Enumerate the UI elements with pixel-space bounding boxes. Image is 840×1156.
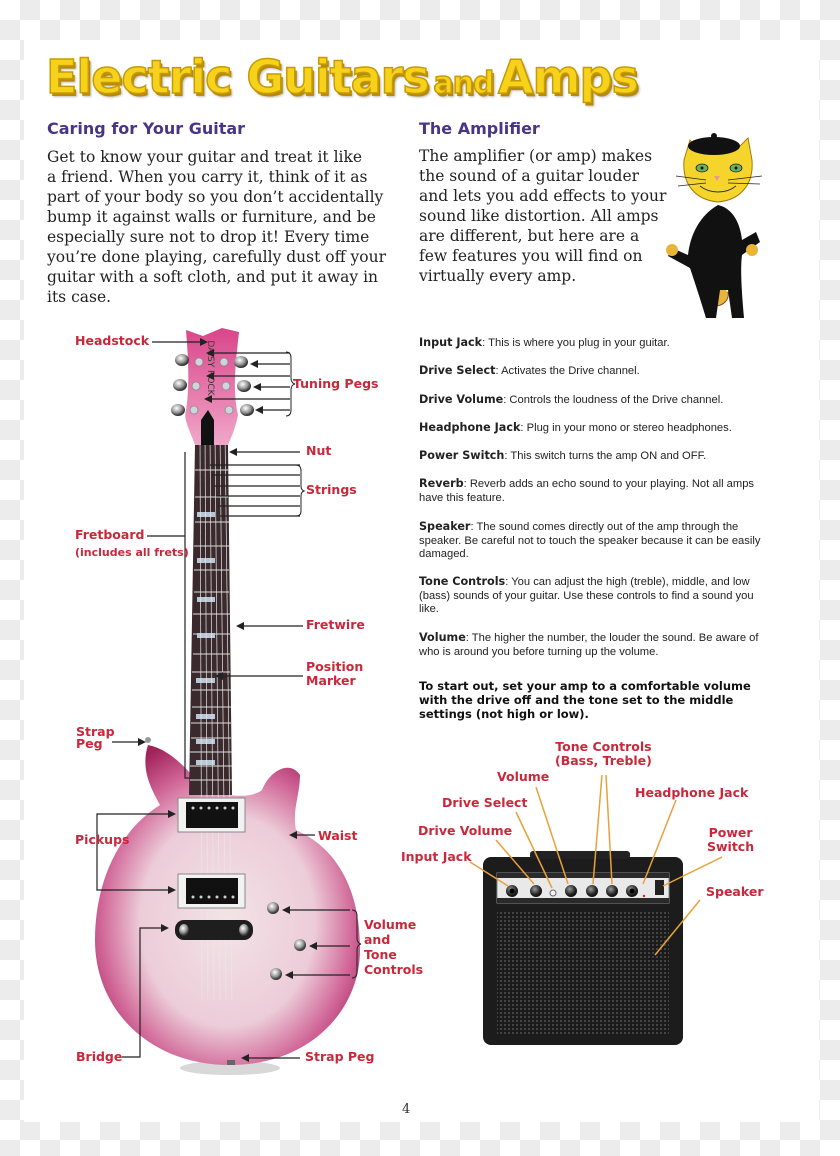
label-line: Power: [708, 825, 753, 840]
text-line: virtually every amp.: [419, 267, 577, 285]
feature-term: Tone Controls: [419, 575, 506, 588]
feature-item-volume: Volume: The higher the number, the loude…: [419, 631, 769, 659]
label-strap-peg-top: Strap Peg: [76, 724, 115, 751]
text-line: a friend. When you carry it, think of it…: [47, 168, 368, 186]
label-line: Tone Controls: [555, 739, 652, 754]
feature-term: Reverb: [419, 477, 464, 490]
text-line: the sound of a guitar louder: [419, 167, 640, 185]
label-line: (Bass, Treble): [555, 753, 652, 768]
amp-label-drive-select: Drive Select: [442, 795, 528, 810]
feature-desc: : This switch turns the amp ON and OFF.: [504, 450, 707, 462]
label-line: Volume: [364, 917, 417, 932]
label-pickups: Pickups: [75, 832, 130, 847]
text-line: sound like distortion. All amps: [419, 207, 659, 225]
feature-desc: : This is where you plug in your guitar.: [482, 337, 670, 349]
label-line: Controls: [364, 962, 424, 977]
text-line: guitar with a soft cloth, and put it awa…: [47, 268, 379, 286]
text-line: especially sure not to drop it! Every ti…: [47, 228, 370, 246]
amplifier-paragraph: The amplifier (or amp) makes the sound o…: [419, 146, 689, 286]
feature-item-tone-controls: Tone Controls: You can adjust the high (…: [419, 575, 769, 617]
label-line: Switch: [707, 839, 755, 854]
amplifier-heading: The Amplifier: [419, 119, 540, 138]
label-strings: Strings: [306, 482, 357, 497]
label-line: Peg: [76, 736, 103, 751]
feature-desc: : The sound comes directly out of the am…: [419, 521, 761, 560]
feature-term: Volume: [419, 631, 466, 644]
feature-term: Drive Volume: [419, 393, 504, 406]
label-line: Tone: [364, 947, 397, 962]
text-line: you’re done playing, carefully dust off …: [47, 248, 387, 266]
title-text-main: Electric Guitars: [45, 49, 430, 105]
label-waist: Waist: [318, 828, 358, 843]
amp-label-volume: Volume: [497, 769, 550, 784]
caring-heading: Caring for Your Guitar: [47, 119, 246, 138]
text-line: few features you will find on: [419, 247, 643, 265]
feature-term: Power Switch: [419, 449, 505, 462]
text-line: its case.: [47, 288, 112, 306]
feature-desc: : Reverb adds an echo sound to your play…: [419, 478, 755, 504]
text-line: part of your body so you don’t accidenta…: [47, 188, 384, 206]
amp-label-headphone-jack: Headphone Jack: [635, 785, 749, 800]
feature-desc: : You can adjust the high (treble), midd…: [419, 576, 754, 615]
label-headstock: Headstock: [75, 333, 150, 348]
feature-term: Headphone Jack: [419, 421, 521, 434]
feature-item-drive-volume: Drive Volume: Controls the loudness of t…: [419, 393, 769, 408]
amp-label-tone-controls: Tone Controls (Bass, Treble): [555, 740, 652, 768]
label-line: and: [364, 932, 391, 947]
page-number: 4: [402, 1102, 411, 1117]
text-line: and lets you add effects to your: [419, 187, 667, 205]
feature-desc: : The higher the number, the louder the …: [419, 632, 759, 658]
feature-item-speaker: Speaker: The sound comes directly out of…: [419, 520, 769, 562]
fretboard-note-text: (includes all frets): [75, 546, 189, 559]
label-line: Strap: [76, 724, 115, 739]
amp-label-drive-volume: Drive Volume: [418, 823, 513, 838]
label-fretwire: Fretwire: [306, 617, 365, 632]
label-position-marker: Position Marker: [306, 660, 363, 688]
label-line: Marker: [306, 673, 356, 688]
caring-paragraph: Get to know your guitar and treat it lik…: [47, 147, 407, 307]
feature-desc: : Controls the loudness of the Drive cha…: [503, 394, 724, 406]
feature-term: Input Jack: [419, 336, 483, 349]
label-bridge: Bridge: [76, 1049, 123, 1064]
feature-term: Drive Select: [419, 364, 496, 377]
amp-label-speaker: Speaker: [706, 884, 764, 899]
label-fretboard-note: (includes all frets): [75, 545, 189, 560]
text-line: are different, but here are a: [419, 227, 640, 245]
text-line: bump it against walls or furniture, and …: [47, 208, 376, 226]
feature-desc: : Plug in your mono or stereo headphones…: [520, 422, 732, 434]
title-text-and: and: [433, 65, 496, 102]
feature-term: Speaker: [419, 520, 471, 533]
feature-desc: : Activates the Drive channel.: [495, 365, 640, 377]
text-line: Get to know your guitar and treat it lik…: [47, 148, 363, 166]
label-tuning-pegs: Tuning Pegs: [293, 376, 379, 391]
amp-label-input-jack: Input Jack: [401, 849, 472, 864]
amp-label-power-switch: Power Switch: [707, 826, 754, 854]
amp-setup-tip: To start out, set your amp to a comforta…: [419, 679, 751, 721]
label-line: Position: [306, 659, 364, 674]
feature-item-headphone-jack: Headphone Jack: Plug in your mono or ste…: [419, 421, 769, 436]
label-volume-tone-controls: Volume and Tone Controls: [364, 917, 423, 977]
text-line: The amplifier (or amp) makes: [419, 147, 653, 165]
label-nut: Nut: [306, 443, 332, 458]
feature-item-drive-select: Drive Select: Activates the Drive channe…: [419, 364, 769, 379]
feature-item-power-switch: Power Switch: This switch turns the amp …: [419, 449, 769, 464]
page-title: Electric Guitars and Amps: [45, 49, 639, 105]
feature-item-reverb: Reverb: Reverb adds an echo sound to you…: [419, 477, 769, 505]
label-strap-peg-bottom: Strap Peg: [305, 1049, 375, 1064]
feature-item-input-jack: Input Jack: This is where you plug in yo…: [419, 336, 769, 351]
label-fretboard: Fretboard: [75, 527, 145, 542]
title-text-amps: Amps: [497, 49, 639, 105]
